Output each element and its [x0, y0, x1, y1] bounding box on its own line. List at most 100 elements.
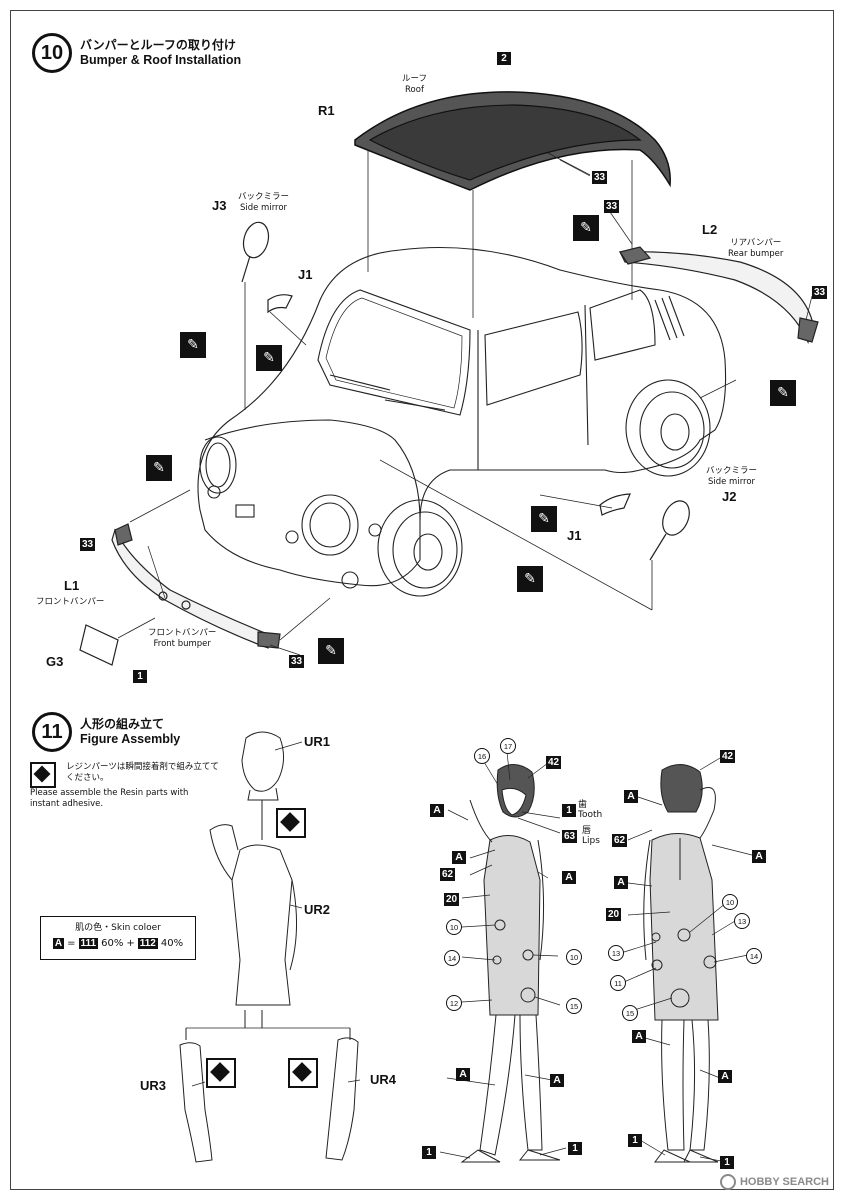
color-code-33-rear-top: 33: [604, 200, 620, 213]
resin-adhesive-icon: [288, 1058, 318, 1088]
part-l2: L2: [702, 222, 718, 237]
color-code-33-front-left: 33: [80, 538, 96, 551]
step-11-header: 11 人形の組み立て Figure Assembly: [32, 712, 180, 752]
code-a: A: [718, 1070, 732, 1083]
plate-color-code: 1: [133, 670, 147, 683]
car-body: [197, 246, 727, 597]
part-ur1: UR1: [304, 734, 331, 749]
watermark: HOBBY SEARCH: [719, 1174, 829, 1190]
rear-bumper-part: [619, 246, 819, 345]
part-l1: L1: [64, 578, 80, 593]
step-11-title-jp: 人形の組み立て: [80, 716, 165, 731]
code-13: 13: [608, 945, 624, 961]
cement-icon: ✎: [517, 566, 543, 592]
code-63-lips: 63: [562, 830, 578, 843]
cement-icon: ✎: [146, 455, 172, 481]
part-j3: J3: [212, 198, 227, 213]
step-10-number: 10: [32, 33, 72, 73]
step-10-title-jp: バンパーとルーフの取り付け: [80, 37, 236, 52]
mirror-parts: [241, 221, 690, 561]
figure-front-view: [460, 764, 561, 1163]
color-code-33-front-right: 33: [289, 655, 305, 668]
resin-adhesive-icon: [30, 762, 56, 788]
page-frame: [10, 10, 834, 1190]
part-j1-upper: J1: [298, 267, 313, 282]
color-code-33-roof: 33: [592, 171, 608, 184]
code-20: 20: [444, 893, 460, 906]
step-11-title-en: Figure Assembly: [80, 731, 181, 746]
code-13: 13: [734, 913, 750, 929]
part-j1-lower: J1: [567, 528, 582, 543]
code-17: 17: [500, 738, 516, 754]
roof-guide-lines: [367, 150, 633, 318]
skin-color-box: 肌の色・Skin coloer A = 111 60% + 112 40%: [40, 916, 196, 960]
code-62: 62: [440, 868, 456, 881]
front-bumper-label-left: フロントバンパー: [36, 597, 105, 607]
skin-color-title: 肌の色・Skin coloer: [75, 923, 161, 933]
step-11-number: 11: [32, 712, 72, 752]
code-20: 20: [606, 908, 622, 921]
cement-icon: ✎: [180, 332, 206, 358]
step-10-title-en: Bumper & Roof Installation: [80, 52, 242, 67]
code-42: 42: [720, 750, 736, 763]
cement-icon: ✎: [256, 345, 282, 371]
code-1: 1: [422, 1146, 436, 1159]
assembly-arrows: [117, 282, 737, 641]
code-15: 15: [566, 998, 582, 1014]
code-10: 10: [722, 894, 738, 910]
code-a: A: [752, 850, 766, 863]
skin-color-formula: A = 111 60% + 112 40%: [52, 938, 184, 949]
part-ur3: UR3: [140, 1078, 167, 1093]
front-bumper-part: [111, 523, 281, 649]
figure-assembly-drawing: [179, 731, 359, 1163]
code-11: 11: [610, 975, 626, 991]
code-a: A: [632, 1030, 646, 1043]
color-code-33-rear-end: 33: [812, 286, 828, 299]
resin-adhesive-icon: [276, 808, 306, 838]
code-12: 12: [446, 995, 462, 1011]
code-a: A: [614, 876, 628, 889]
code-a: A: [430, 804, 444, 817]
code-a: A: [562, 871, 576, 884]
part-ur2: UR2: [304, 902, 331, 917]
code-1: 1: [568, 1142, 582, 1155]
part-r1: R1: [318, 103, 335, 118]
roof-part: [354, 91, 671, 191]
resin-note: レジンパーツは瞬間接着剤で組み立ててください。 Please assemble …: [30, 762, 220, 810]
cement-icon: ✎: [531, 506, 557, 532]
code-a: A: [624, 790, 638, 803]
code-1-tooth: 1: [562, 804, 576, 817]
cement-icon: ✎: [770, 380, 796, 406]
resin-note-jp: レジンパーツは瞬間接着剤で組み立ててください。: [66, 762, 219, 784]
code-1: 1: [720, 1156, 734, 1169]
code-62: 62: [612, 834, 628, 847]
resin-note-en: Please assemble the Resin parts with ins…: [30, 788, 189, 810]
code-1: 1: [628, 1134, 642, 1147]
license-plate-part: [79, 624, 119, 666]
code-a: A: [456, 1068, 470, 1081]
part-j2: J2: [722, 489, 737, 504]
step-10-header: 10 バンパーとルーフの取り付け Bumper & Roof Installat…: [32, 33, 241, 73]
code-16: 16: [474, 748, 490, 764]
cement-icon: ✎: [573, 215, 599, 241]
resin-adhesive-icon: [206, 1058, 236, 1088]
part-g3: G3: [46, 654, 64, 669]
code-14: 14: [746, 948, 762, 964]
code-a: A: [452, 851, 466, 864]
code-42: 42: [546, 756, 562, 769]
cement-icon: ✎: [318, 638, 344, 664]
code-a: A: [550, 1074, 564, 1087]
leader-lines: [147, 159, 813, 1163]
code-15: 15: [622, 1005, 638, 1021]
roof-color-code: 2: [497, 52, 511, 65]
figure-back-view: [643, 764, 719, 1163]
part-ur4: UR4: [370, 1072, 397, 1087]
